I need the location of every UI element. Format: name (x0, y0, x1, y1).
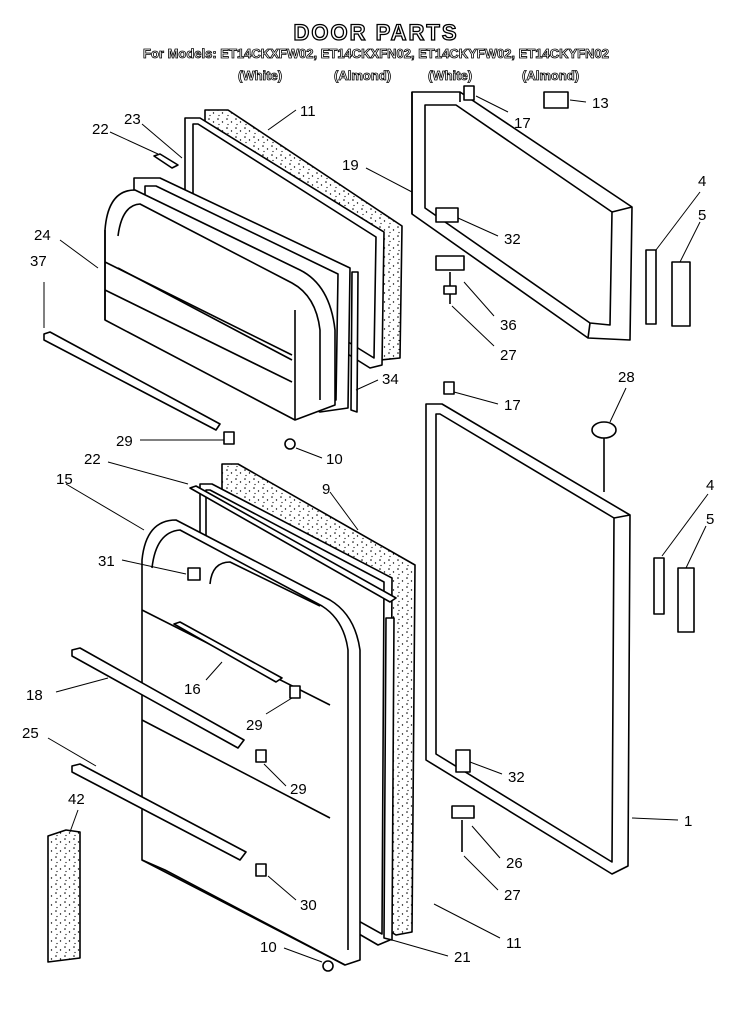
spacer (289, 685, 301, 699)
color-label: (White) (428, 68, 473, 84)
plug-button (591, 421, 617, 492)
freezer-outer-door (411, 91, 633, 341)
freezer-breaker-strip (350, 271, 359, 413)
models-line: For Models: ET14CKXFW02, ET14CKXFN02, ET… (143, 46, 610, 62)
callout-30: 30 (300, 897, 317, 914)
callout-17: 17 (514, 115, 531, 132)
callout-labels: 11 23 22 19 17 13 24 37 32 4 5 36 27 34 … (22, 95, 714, 966)
nameplate (543, 91, 569, 109)
breaker-strip (153, 153, 179, 169)
spacer (223, 431, 235, 445)
callout-31: 31 (98, 553, 115, 570)
fresh-food-shelf-bar (71, 763, 247, 861)
screw (322, 960, 334, 972)
callout-5: 5 (706, 511, 714, 528)
callout-21: 21 (454, 949, 471, 966)
callout-28: 28 (618, 369, 635, 386)
callout-9: 9 (322, 481, 330, 498)
callout-19: 19 (342, 157, 359, 174)
callout-1: 1 (684, 813, 692, 830)
callout-25: 25 (22, 725, 39, 742)
fresh-food-outer-door (425, 403, 631, 875)
callout-11: 11 (506, 935, 522, 952)
callout-27: 27 (500, 347, 517, 364)
freezer-hinge (435, 85, 475, 304)
fresh-food-shelf-bar (71, 647, 245, 749)
callout-36: 36 (500, 317, 517, 334)
callout-23: 23 (124, 111, 141, 128)
fresh-food-hinge (443, 381, 475, 852)
freezer-inner-liner (104, 177, 351, 421)
callout-32: 32 (504, 231, 521, 248)
callout-37: 37 (30, 253, 47, 270)
callout-15: 15 (56, 471, 73, 488)
breaker-strip (383, 617, 395, 941)
callout-27: 27 (504, 887, 521, 904)
color-label: (Almond) (334, 68, 392, 84)
freezer-handle (645, 249, 691, 327)
callout-34: 34 (382, 371, 399, 388)
callout-13: 13 (592, 95, 609, 112)
callout-22: 22 (84, 451, 101, 468)
foam-block (47, 829, 81, 963)
callout-17: 17 (504, 397, 521, 414)
leader-lines (43, 95, 709, 963)
callout-10: 10 (326, 451, 343, 468)
callout-5: 5 (698, 207, 706, 224)
callout-26: 26 (506, 855, 523, 872)
clip (187, 567, 201, 581)
fresh-food-handle (653, 557, 695, 633)
callout-29: 29 (290, 781, 307, 798)
callout-4: 4 (706, 477, 714, 494)
screw (284, 438, 296, 450)
callout-42: 42 (68, 791, 85, 808)
callout-11: 11 (300, 103, 316, 120)
callout-29: 29 (246, 717, 263, 734)
spacer (255, 749, 267, 763)
callout-22: 22 (92, 121, 109, 138)
callout-24: 24 (34, 227, 51, 244)
callout-29: 29 (116, 433, 133, 450)
breaker-strip (189, 485, 397, 603)
callout-16: 16 (184, 681, 201, 698)
callout-32: 32 (508, 769, 525, 786)
color-label: (Almond) (522, 68, 580, 84)
callout-18: 18 (26, 687, 43, 704)
color-label: (White) (238, 68, 283, 84)
fresh-food-shelf-bar (173, 621, 283, 683)
page-title: DOOR PARTS (293, 19, 459, 45)
spacer (255, 863, 267, 877)
callout-4: 4 (698, 173, 706, 190)
callout-10: 10 (260, 939, 277, 956)
freezer-shelf-bar (43, 331, 221, 431)
